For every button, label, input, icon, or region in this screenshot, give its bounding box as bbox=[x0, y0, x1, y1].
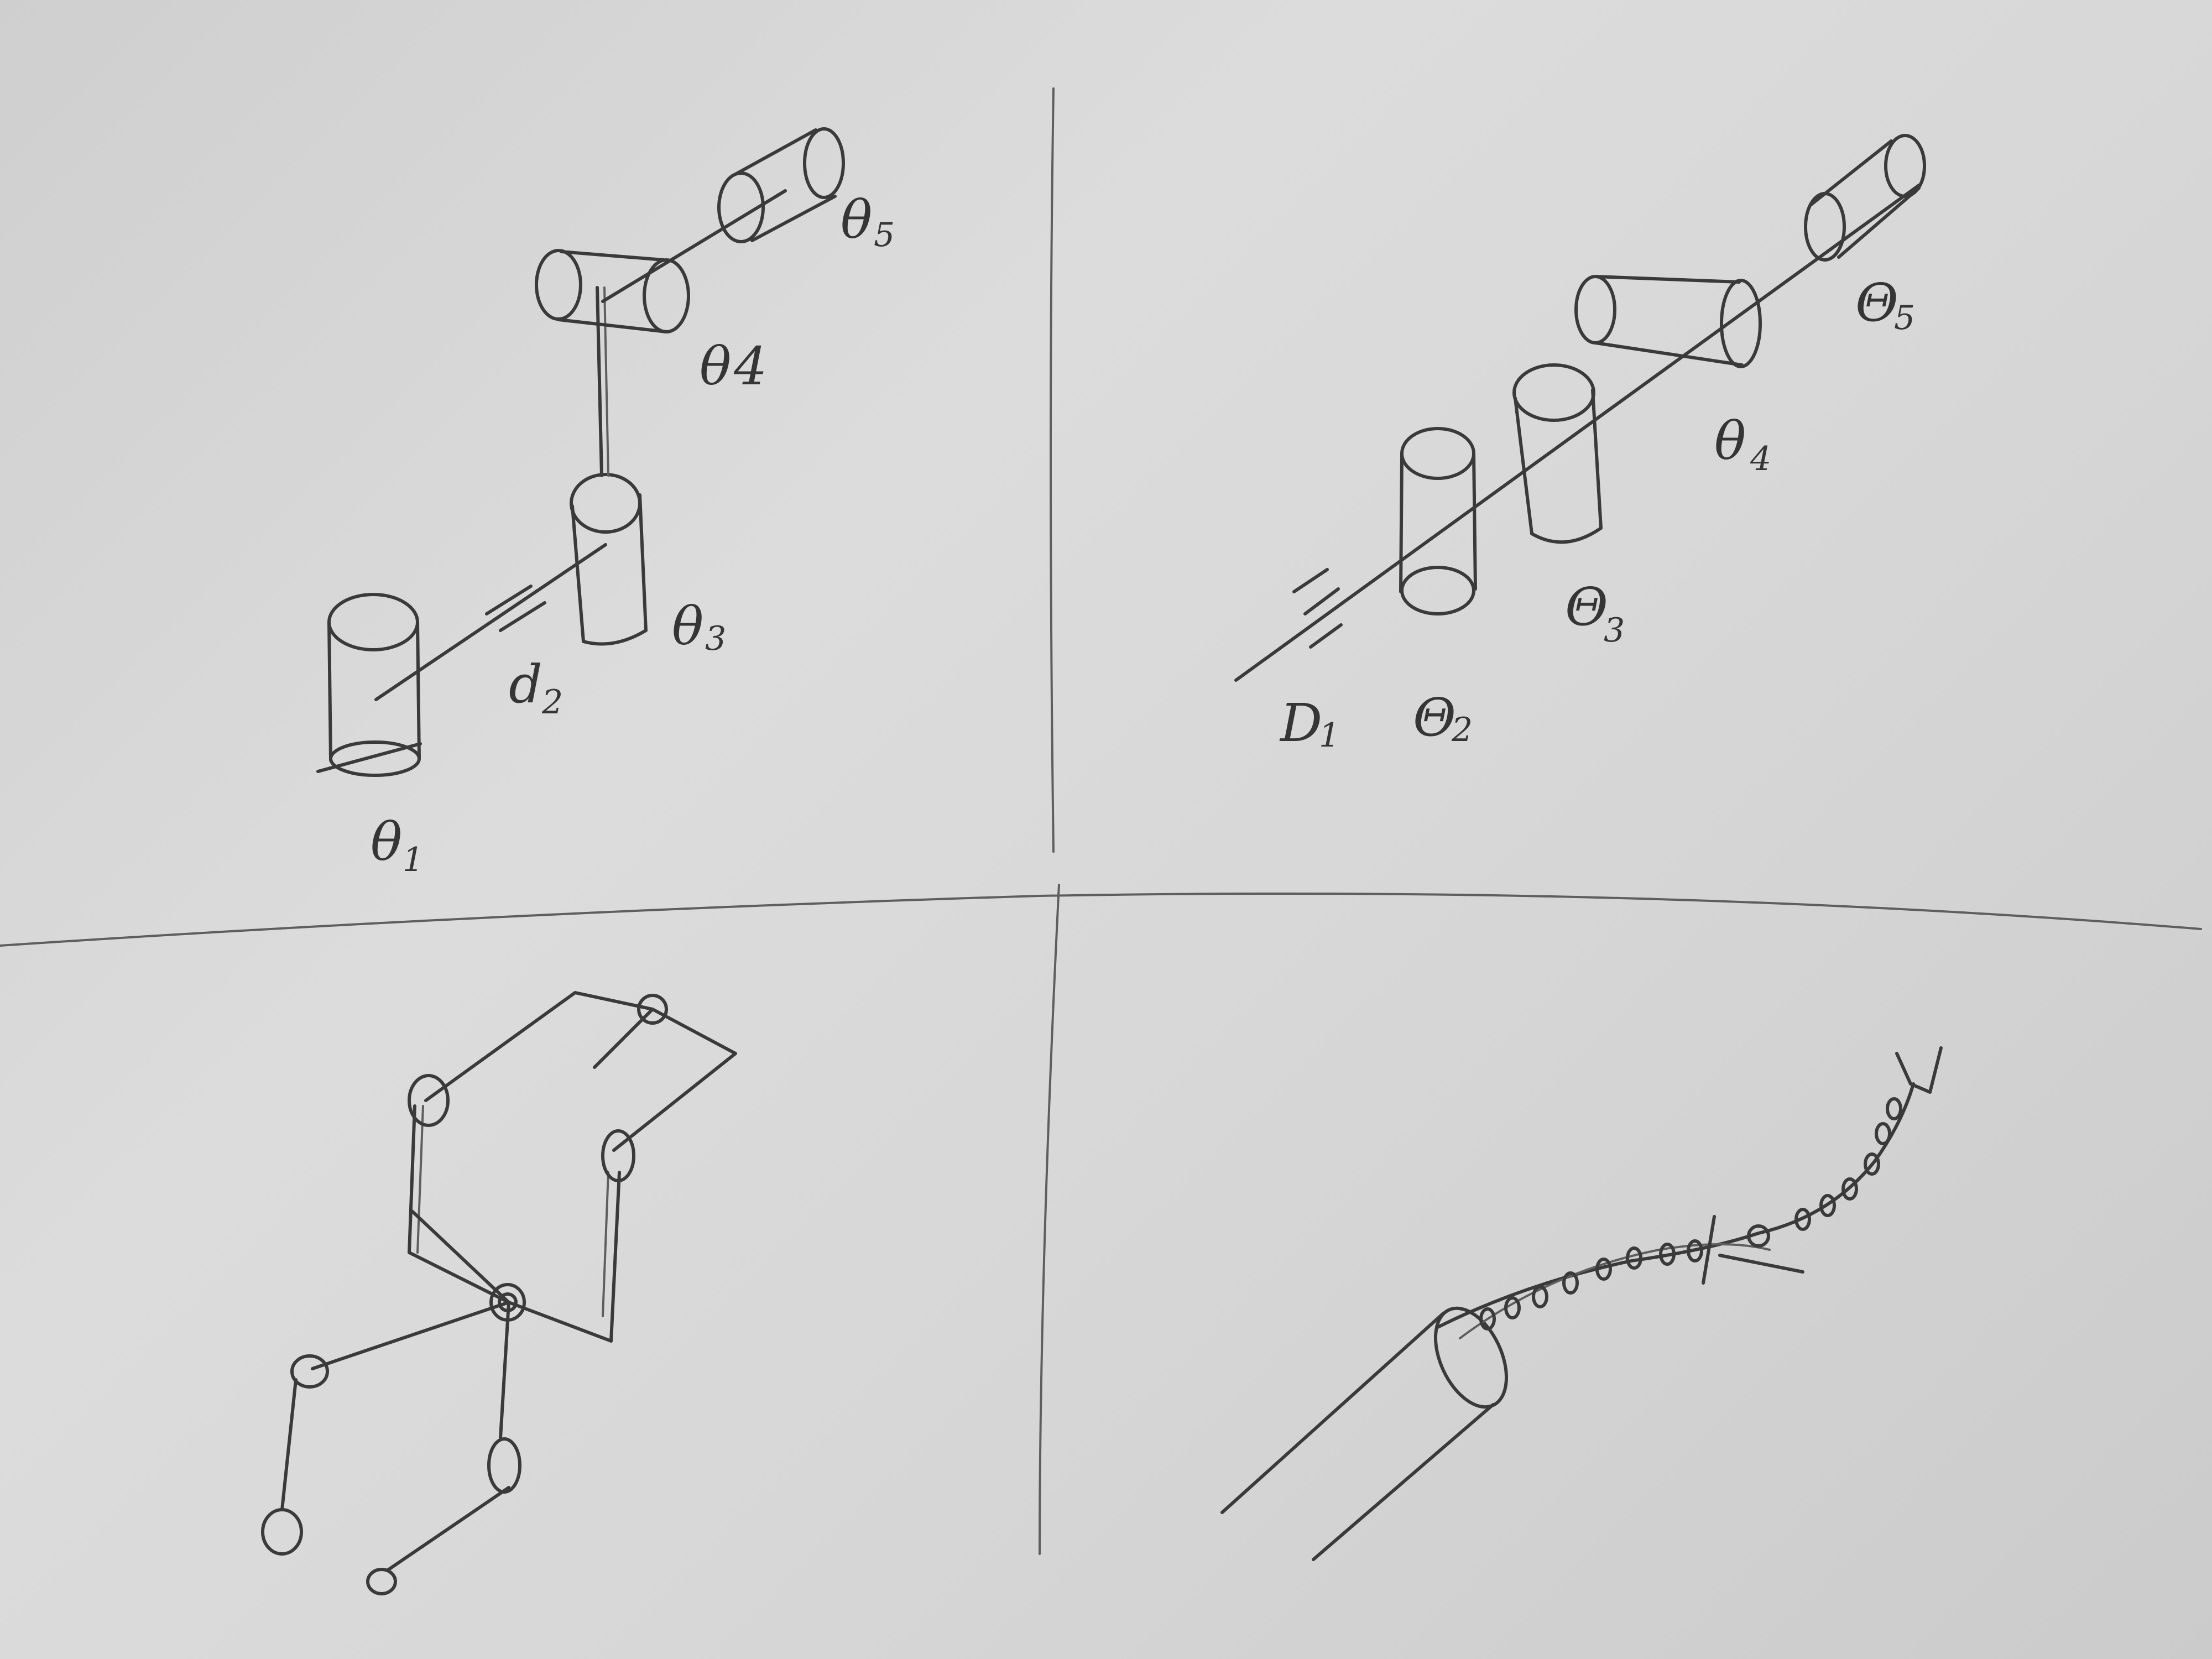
joint1-cylinder bbox=[316, 593, 422, 777]
segment-link bbox=[1562, 1271, 1579, 1295]
segment-link bbox=[1875, 1122, 1891, 1145]
label-Theta2-subscript: 2 bbox=[1451, 711, 1473, 749]
leg-mid-upper bbox=[499, 1301, 510, 1439]
segment-link bbox=[1819, 1194, 1836, 1217]
base-edge-upper bbox=[1220, 1312, 1445, 1514]
bottom-left-linkage bbox=[261, 991, 737, 1595]
prismatic-link-d2 bbox=[374, 543, 607, 701]
leg-left-lower bbox=[280, 1378, 298, 1511]
segment-link bbox=[1747, 1224, 1770, 1248]
left-upright bbox=[408, 1104, 416, 1254]
backbone-curve-2 bbox=[1459, 1243, 1771, 1339]
label-Theta3-subscript: 3 bbox=[1604, 611, 1625, 650]
joint-circle bbox=[408, 1074, 450, 1127]
vertical-divider-top bbox=[1050, 87, 1055, 853]
label-theta4: θ bbox=[1714, 411, 1746, 472]
main-axis bbox=[1234, 184, 1921, 682]
label-Theta3: Θ bbox=[1565, 577, 1608, 638]
segment-link bbox=[1687, 1239, 1703, 1262]
joint4-cylinder bbox=[535, 249, 690, 333]
joint-circle bbox=[290, 1354, 329, 1389]
joint-circle bbox=[489, 1283, 526, 1322]
label-Theta5: Θ bbox=[1855, 273, 1898, 333]
label-Theta2: Θ bbox=[1413, 687, 1456, 748]
quadrant-dividers bbox=[0, 87, 2202, 1555]
prismatic-mark bbox=[499, 601, 546, 632]
base-edge-lower bbox=[1312, 1403, 1495, 1561]
vertical-link bbox=[596, 286, 603, 477]
top-left-labels: θ 1 d 2 θ 3 θ 4 θ 5 bbox=[371, 190, 895, 879]
segment-link bbox=[1886, 1097, 1902, 1120]
label-theta4-subscript: 4 bbox=[1750, 440, 1771, 478]
label-d2-subscript: 2 bbox=[541, 683, 563, 722]
segment-link bbox=[1595, 1258, 1612, 1281]
segment-link bbox=[1626, 1246, 1642, 1270]
segment-link bbox=[1794, 1208, 1811, 1231]
joint4-cylinder bbox=[1574, 275, 1762, 368]
label-theta4-subscript: 4 bbox=[733, 336, 767, 397]
leg-mid-lower bbox=[385, 1486, 510, 1572]
segment-link bbox=[1659, 1243, 1676, 1266]
segment-link bbox=[1841, 1177, 1858, 1201]
vertical-divider-bottom bbox=[1039, 884, 1060, 1555]
joint3-cylinder bbox=[570, 473, 648, 646]
label-D1-subscript: 1 bbox=[1319, 716, 1340, 755]
left-upright-shadow bbox=[416, 1105, 424, 1254]
hub-to-right bbox=[507, 1301, 613, 1343]
joint-circle bbox=[498, 1292, 518, 1312]
segment-link bbox=[1479, 1307, 1496, 1331]
bottom-right-snake-arm bbox=[1220, 1046, 1943, 1561]
right-upright-shadow bbox=[602, 1171, 609, 1317]
label-theta1: θ bbox=[371, 812, 402, 873]
prismatic-mark bbox=[1309, 623, 1343, 649]
label-theta1-subscript: 1 bbox=[403, 841, 424, 879]
top-right-manipulator bbox=[1234, 134, 1926, 682]
horizontal-divider bbox=[0, 893, 2202, 947]
prismatic-mark bbox=[485, 585, 533, 615]
joint5-cylinder bbox=[717, 127, 845, 243]
label-D1: D bbox=[1279, 693, 1322, 754]
joint3-cylinder bbox=[1512, 363, 1603, 544]
joint-circle bbox=[487, 1437, 521, 1494]
top-right-labels: D 1 Θ 2 Θ 3 θ 4 Θ 5 bbox=[1279, 273, 1915, 755]
label-theta5: θ bbox=[841, 190, 872, 251]
joint-circle bbox=[261, 1508, 303, 1556]
backbone-curve bbox=[1436, 1082, 1915, 1329]
base-end-cap bbox=[1433, 1306, 1509, 1409]
label-theta3: θ bbox=[672, 596, 703, 657]
label-theta4: θ bbox=[700, 336, 731, 397]
right-upright bbox=[609, 1171, 621, 1343]
leg-left-upper bbox=[311, 1301, 510, 1370]
crossing-mark bbox=[1702, 1215, 1716, 1285]
wrist-link bbox=[601, 189, 787, 303]
upright-to-hub bbox=[410, 1209, 510, 1304]
label-d2: d bbox=[509, 654, 542, 715]
crossing-mark-2 bbox=[1718, 1254, 1804, 1274]
joint2-cylinder bbox=[1399, 427, 1477, 615]
label-theta5-subscript: 5 bbox=[874, 216, 895, 254]
vertical-link-shadow bbox=[603, 286, 609, 477]
prismatic-mark bbox=[1292, 568, 1329, 593]
upper-frame bbox=[424, 991, 737, 1152]
joint-circle bbox=[366, 1568, 397, 1595]
top-left-manipulator bbox=[316, 127, 845, 777]
joint5-cylinder bbox=[1804, 134, 1926, 262]
segment-link bbox=[1864, 1152, 1880, 1176]
joint-circle bbox=[601, 1129, 635, 1182]
label-theta3-subscript: 3 bbox=[705, 619, 726, 658]
segment-link bbox=[1504, 1296, 1521, 1319]
end-effector-gripper bbox=[1895, 1046, 1943, 1094]
segment-link bbox=[1532, 1285, 1548, 1308]
joint-circle bbox=[637, 994, 668, 1025]
label-Theta5-subscript: 5 bbox=[1894, 299, 1915, 337]
prismatic-mark bbox=[1303, 587, 1340, 615]
